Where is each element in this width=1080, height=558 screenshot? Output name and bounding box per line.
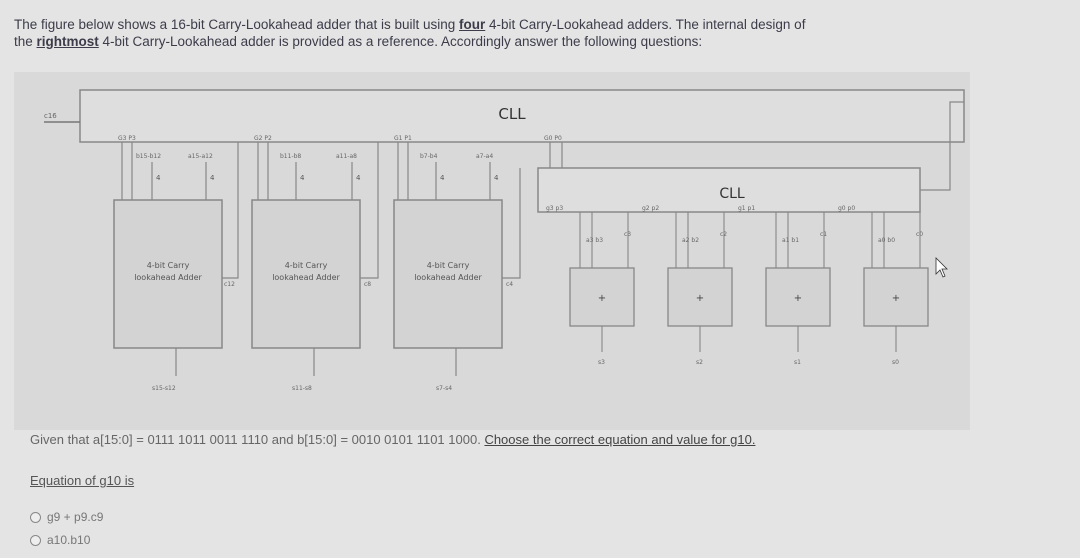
header-emphasis-four: four — [459, 17, 486, 32]
gp-label: G1 P1 — [394, 135, 412, 142]
given-text: Given that a[15:0] = 0111 1011 0011 1110… — [30, 432, 485, 447]
mouse-cursor-icon — [935, 257, 948, 278]
cll-top-block — [79, 89, 965, 143]
header-text: 4-bit Carry-Lookahead adders. The intern… — [485, 17, 806, 32]
bus-width-label: 4 — [494, 174, 499, 182]
header-text: the — [14, 34, 37, 49]
inner-gp-label: g1 p1 — [738, 205, 755, 212]
gp-label: G3 P3 — [118, 135, 136, 142]
cla-block-1 — [393, 199, 503, 349]
header-text: The figure below shows a 16-bit Carry-Lo… — [14, 17, 459, 32]
plus-label: + — [696, 293, 704, 304]
inner-gp-label: g0 p0 — [838, 205, 855, 212]
cll-inner-label: CLL — [719, 186, 745, 202]
adder-label: lookahead Adder — [272, 273, 340, 282]
c16-label: c16 — [44, 112, 57, 120]
radio-icon[interactable] — [30, 511, 41, 523]
question-header: The figure below shows a 16-bit Carry-Lo… — [14, 16, 1064, 50]
carry-label: c4 — [506, 281, 513, 288]
sum-label: s7-s4 — [436, 385, 452, 392]
bus-width-label: 4 — [356, 174, 361, 182]
inner-carry-label: c0 — [916, 231, 923, 238]
sum-label: s11-s8 — [292, 385, 312, 392]
bus-width-label: 4 — [210, 174, 215, 182]
cll-top-label: CLL — [498, 105, 526, 123]
diagram-svg: CLL c16 G3 P3 G2 P2 G1 P1 G0 P0 b15-b12 … — [44, 89, 965, 392]
equation-heading: Equation of g10 is — [30, 473, 135, 488]
sum-label: s15-s12 — [152, 385, 176, 392]
ab-label: b11-b8 — [280, 153, 301, 160]
bus-width-label: 4 — [440, 174, 445, 182]
inner-ab-label: a3 b3 — [586, 237, 603, 244]
question-text: Given that a[15:0] = 0111 1011 0011 1110… — [30, 432, 1070, 447]
full-adder-1 — [765, 267, 831, 327]
cla-adder-diagram: CLL c16 G3 P3 G2 P2 G1 P1 G0 P0 b15-b12 … — [14, 72, 970, 430]
inner-ab-label: a1 b1 — [782, 237, 799, 244]
ab-label: a11-a8 — [336, 153, 357, 160]
option-label: g9 + p9.c9 — [47, 510, 104, 524]
ab-label: a15-a12 — [188, 153, 213, 160]
ab-label: b15-b12 — [136, 153, 161, 160]
inner-ab-label: a2 b2 — [682, 237, 699, 244]
inner-carry-label: c1 — [820, 231, 827, 238]
inner-ab-label: a0 b0 — [878, 237, 895, 244]
inner-gp-label: g2 p2 — [642, 205, 659, 212]
header-line-2: the rightmost 4-bit Carry-Lookahead adde… — [14, 33, 1064, 50]
plus-label: + — [892, 293, 900, 304]
plus-label: + — [794, 293, 802, 304]
carry-label: c8 — [364, 281, 371, 288]
header-text: 4-bit Carry-Lookahead adder is provided … — [98, 34, 703, 49]
inner-carry-label: c3 — [624, 231, 631, 238]
inner-gp-label: g3 p3 — [546, 205, 563, 212]
inner-carry-label: c2 — [720, 231, 727, 238]
answer-option-2[interactable]: a10.b10 — [30, 533, 90, 547]
header-line-1: The figure below shows a 16-bit Carry-Lo… — [14, 16, 1064, 33]
header-emphasis-rightmost: rightmost — [36, 34, 99, 49]
inner-sum-label: s0 — [892, 359, 899, 366]
option-label: a10.b10 — [47, 533, 91, 547]
inner-sum-label: s2 — [696, 359, 703, 366]
ab-label: b7-b4 — [420, 153, 438, 160]
cla-block-2 — [251, 199, 361, 349]
radio-icon[interactable] — [30, 534, 41, 546]
adder-label: 4-bit Carry — [285, 261, 328, 270]
gp-label: G0 P0 — [544, 135, 562, 142]
answer-option-1[interactable]: g9 + p9.c9 — [30, 510, 103, 524]
plus-label: + — [598, 293, 606, 304]
adder-label: 4-bit Carry — [147, 261, 190, 270]
adder-label: lookahead Adder — [414, 273, 482, 282]
adder-label: 4-bit Carry — [427, 261, 470, 270]
bus-width-label: 4 — [156, 174, 161, 182]
inner-sum-label: s3 — [598, 359, 605, 366]
ab-label: a7-a4 — [476, 153, 493, 160]
cla-block-3 — [113, 199, 223, 349]
choose-instruction: Choose the correct equation and value fo… — [484, 432, 756, 447]
adder-label: lookahead Adder — [134, 273, 202, 282]
full-adder-0 — [863, 267, 929, 327]
carry-label: c12 — [224, 281, 235, 288]
bus-width-label: 4 — [300, 174, 305, 182]
gp-label: G2 P2 — [254, 135, 272, 142]
inner-sum-label: s1 — [794, 359, 801, 366]
full-adder-3 — [569, 267, 635, 327]
